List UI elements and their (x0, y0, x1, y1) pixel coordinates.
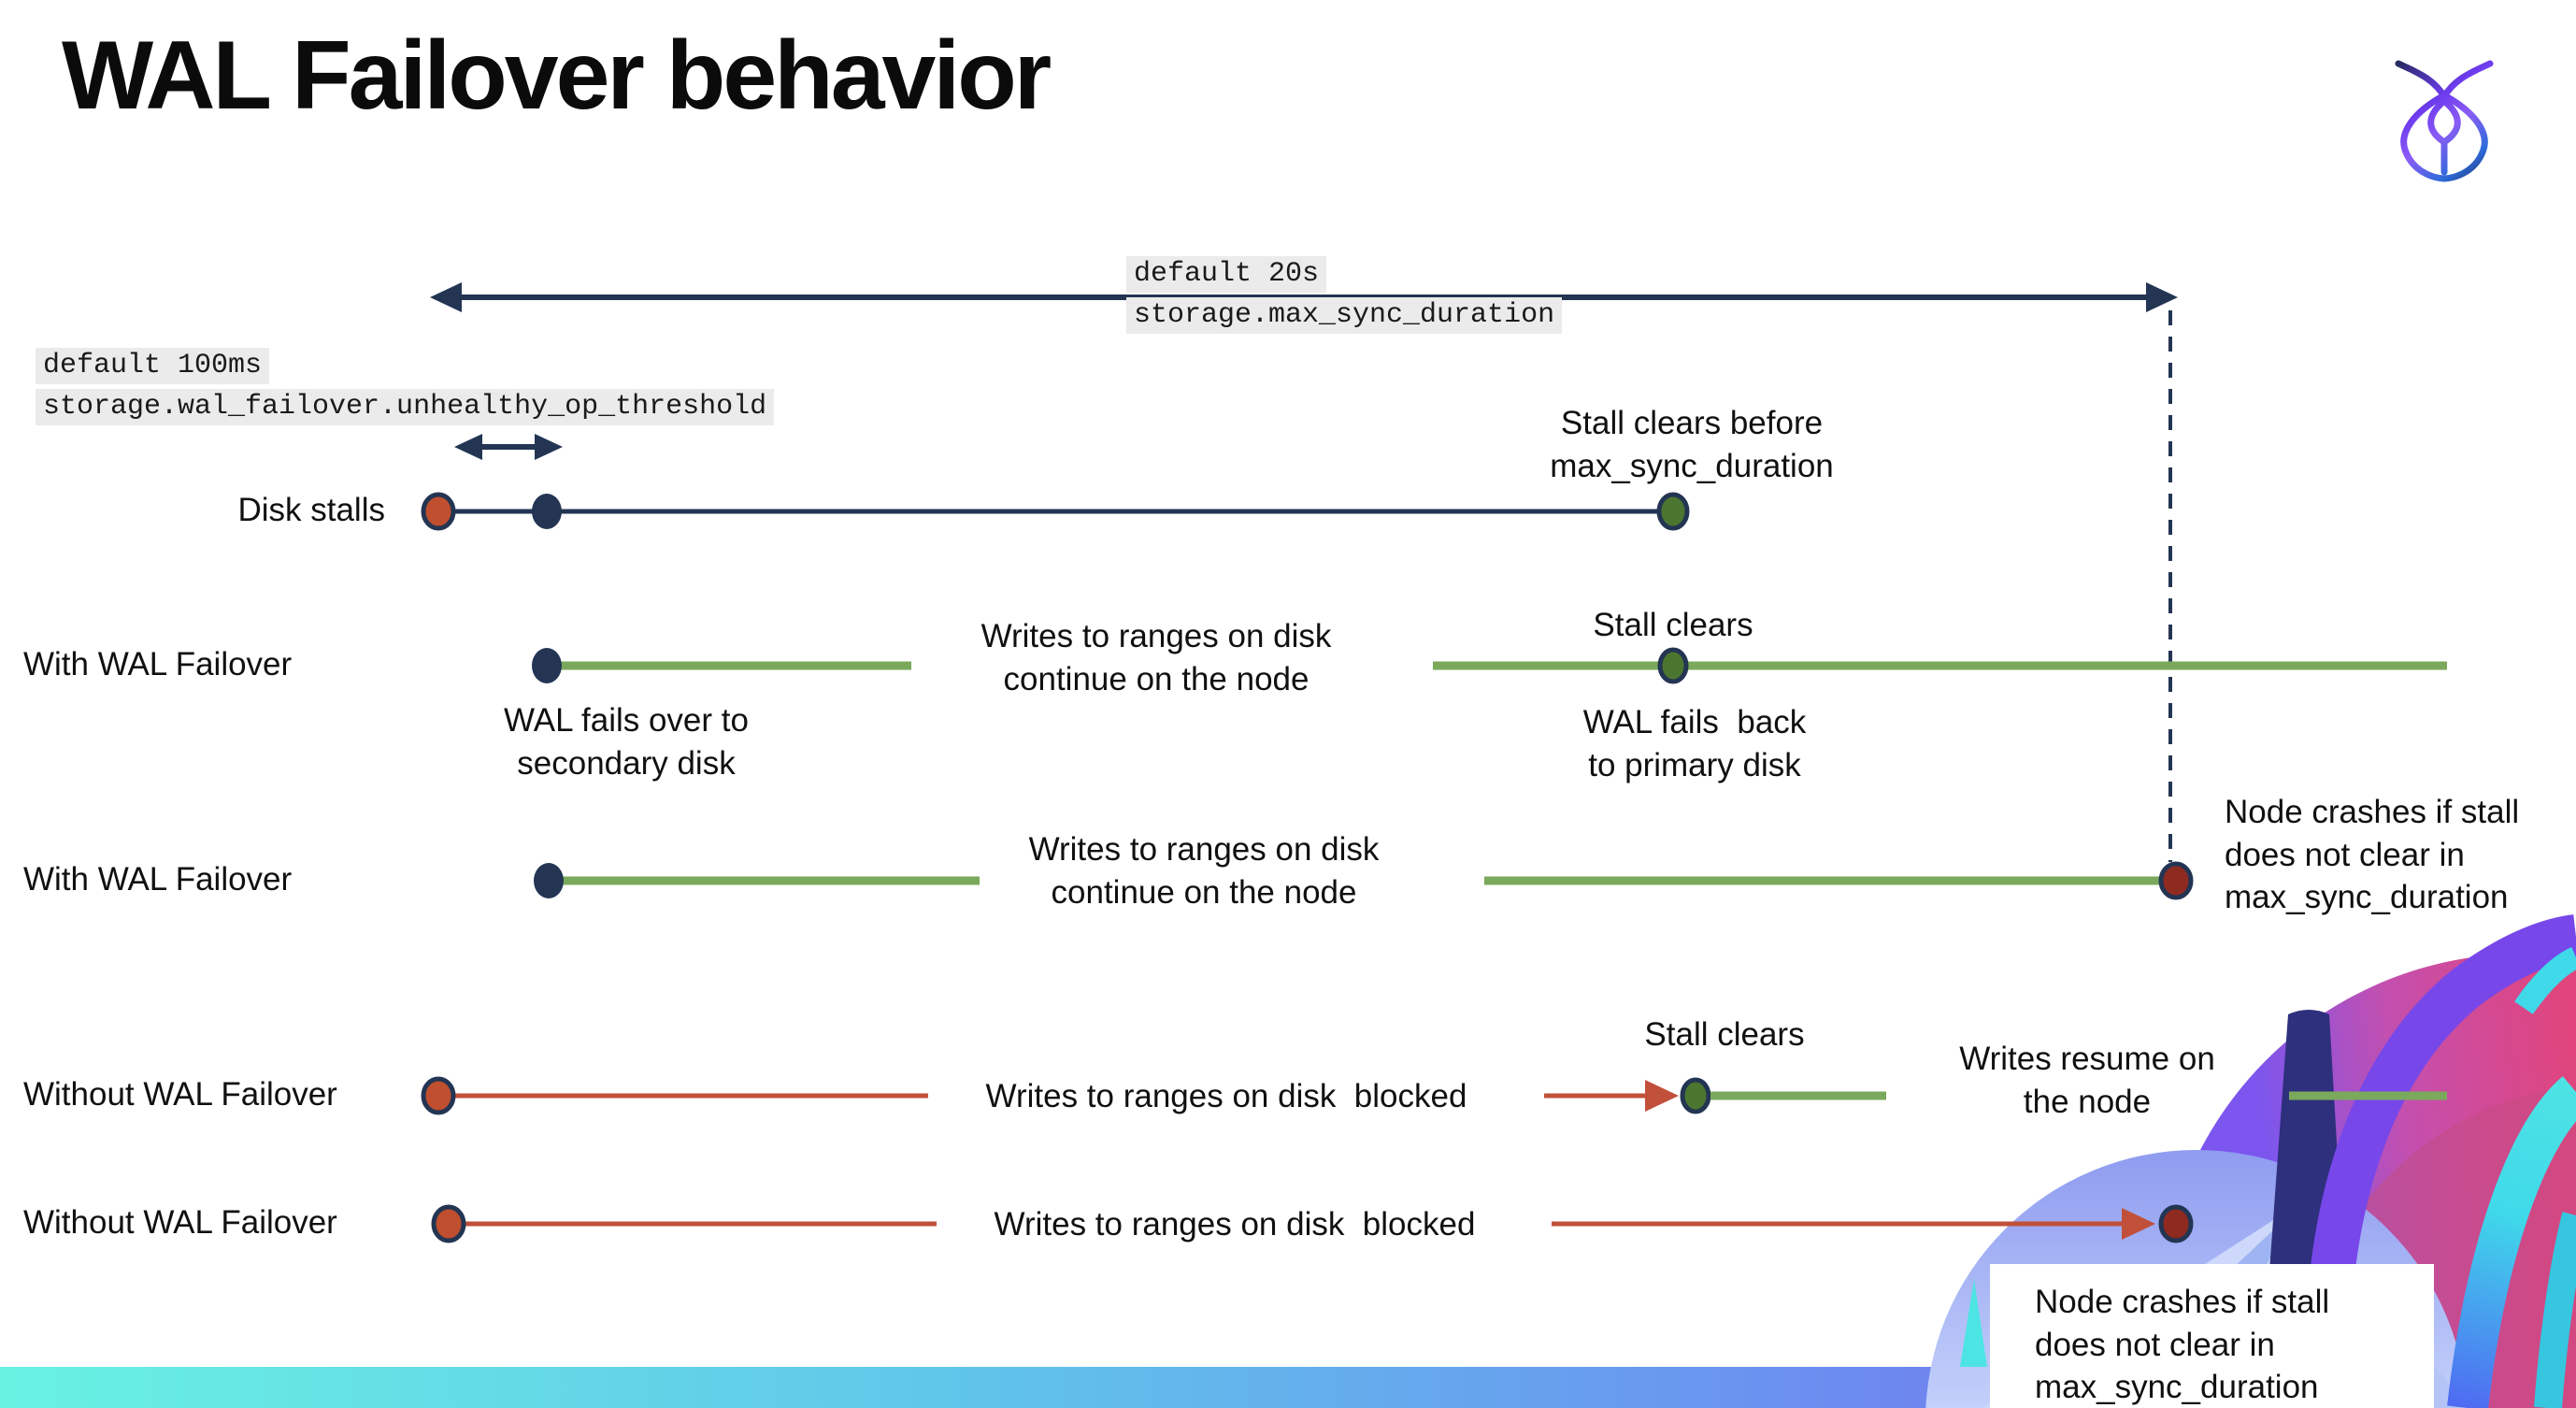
op-threshold-default-label: default 100ms (36, 348, 270, 384)
stall-clears-label-2: Stall clears (1644, 1016, 1805, 1053)
failover-threshold-dot (532, 494, 562, 529)
op-threshold-setting-name: storage.wal_failover.unhealthy_op_thresh… (36, 389, 775, 425)
stall-start-dot (421, 492, 456, 531)
timeline-row-with-failover-crash (534, 861, 2194, 900)
timeline-row-with-failover-clears (532, 647, 2447, 684)
writes-continue-label-2: Writes to ranges on disk continue on the… (1028, 831, 1380, 911)
writes-blocked-label-1: Writes to ranges on disk blocked (985, 1078, 1467, 1114)
page-title: WAL Failover behavior (62, 22, 1052, 130)
stall-clears-before-label: Stall clears before max_sync_duration (1550, 405, 1834, 484)
failover-dot (534, 863, 564, 898)
node-crashes-label-2: Node crashes if stall does not clear in … (2035, 1284, 2330, 1405)
timeline-row-disk-stalls (421, 492, 1690, 531)
writes-resume-label: Writes resume on the node (1959, 1041, 2215, 1120)
writes-continue-label-1: Writes to ranges on disk continue on the… (980, 618, 1332, 697)
failover-dot (532, 648, 562, 683)
op-threshold-arrow (454, 434, 563, 460)
stall-clears-label-1: Stall clears (1593, 607, 1753, 643)
wal-fails-over-label: WAL fails over to secondary disk (504, 702, 749, 782)
row-label-with-wal-failover-2: With WAL Failover (23, 861, 293, 898)
row-label-with-wal-failover-1: With WAL Failover (23, 646, 293, 682)
timeline-row-without-failover-clears (421, 1076, 2447, 1115)
wal-fails-back-label: WAL fails back to primary disk (1582, 704, 1807, 783)
stall-start-dot (431, 1204, 466, 1243)
stall-clear-dot (1680, 1077, 1711, 1114)
max-sync-default-label: default 20s (1126, 256, 1327, 293)
decor-cyan-legs (2447, 946, 2576, 1408)
crash-dot (2158, 1204, 2194, 1243)
decor-cyan-spike (1960, 1279, 1987, 1367)
node-crashes-label-1: Node crashes if stall does not clear in … (2225, 794, 2520, 915)
crash-dot (2158, 861, 2194, 900)
row-label-disk-stalls: Disk stalls (237, 492, 385, 528)
stall-clear-dot (1656, 492, 1690, 531)
red-arrowhead (2122, 1208, 2155, 1240)
crash-callout-box: Node crashes if stall does not clear in … (1990, 1264, 2434, 1408)
stall-start-dot (421, 1076, 456, 1115)
row-label-without-wal-failover-2: Without WAL Failover (23, 1204, 337, 1241)
stall-clear-dot (1657, 647, 1689, 684)
timeline-row-without-failover-crash (431, 1204, 2194, 1243)
red-arrowhead (1645, 1080, 1679, 1112)
cockroachdb-logo-icon (2395, 60, 2494, 182)
row-label-without-wal-failover-1: Without WAL Failover (23, 1076, 337, 1113)
max-sync-setting-name: storage.max_sync_duration (1126, 297, 1563, 334)
writes-blocked-label-2: Writes to ranges on disk blocked (994, 1206, 1476, 1243)
